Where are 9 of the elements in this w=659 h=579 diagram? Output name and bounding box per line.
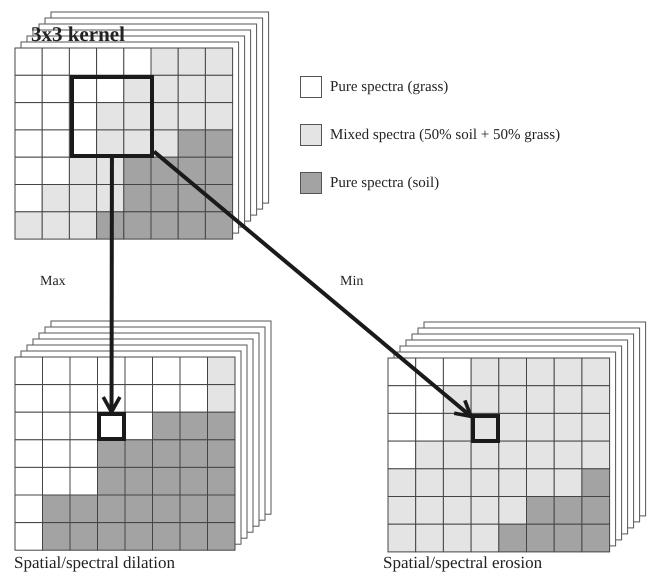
output-pixel-box: [471, 414, 500, 443]
output-pixel-box: [97, 412, 126, 441]
arrow: [152, 150, 473, 418]
legend-label: Pure spectra (soil): [330, 174, 440, 192]
caption-text: Spatial/spectral dilation: [14, 553, 175, 573]
legend-label: Mixed spectra (50% soil + 50% grass): [330, 126, 560, 144]
arrow: [101, 158, 122, 414]
legend-label: Pure spectra (grass): [330, 78, 448, 96]
caption-text: Spatial/spectral erosion: [383, 553, 542, 573]
